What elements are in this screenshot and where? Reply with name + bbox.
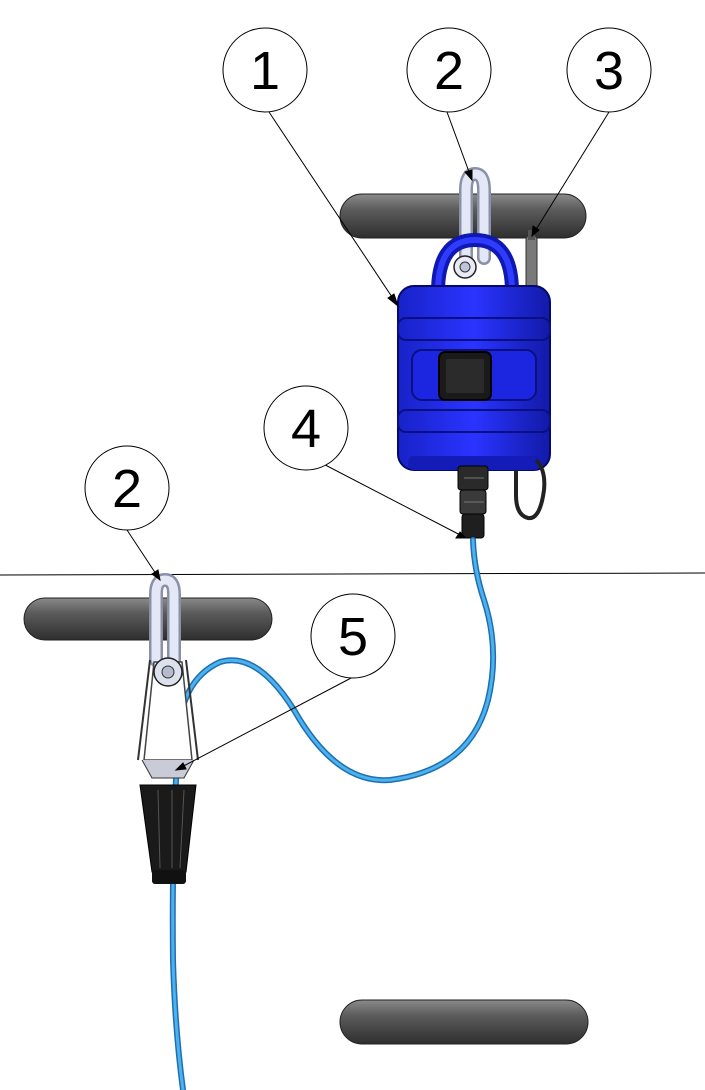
callout-3-label: 3: [594, 41, 624, 101]
callout-2-lower-label: 2: [112, 459, 142, 519]
lower-hook: [149, 572, 181, 667]
callout-5-label: 5: [338, 607, 368, 667]
callout-2-upper: 2: [406, 27, 492, 113]
callout-2-lower: 2: [84, 445, 170, 531]
upper-hook: [459, 166, 491, 265]
lower-left-rail: [23, 597, 273, 641]
divider-line: [0, 572, 705, 576]
probe-connector: [457, 465, 489, 539]
logger-shackle: [431, 232, 519, 303]
callout-3: 3: [566, 27, 652, 113]
bottom-rail: [339, 999, 589, 1045]
probe-clip: [137, 657, 199, 779]
probe-sleeve: [139, 784, 197, 884]
antenna-lead: [514, 458, 547, 521]
callout-2-upper-label: 2: [434, 41, 464, 101]
callout-5: 5: [310, 593, 396, 679]
callout-1-label: 1: [250, 41, 280, 101]
callout-4: 4: [263, 385, 349, 471]
callout-4-label: 4: [291, 399, 321, 459]
callout-1: 1: [222, 27, 308, 113]
leader-lines: [126, 111, 610, 771]
data-logger: [397, 285, 551, 471]
